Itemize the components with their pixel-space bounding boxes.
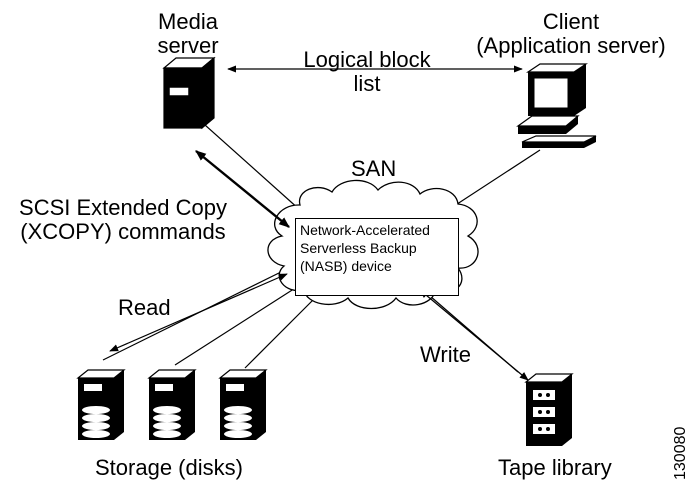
- client-label-line2: (Application server): [476, 33, 666, 58]
- read-label: Read: [118, 295, 171, 320]
- san-label: SAN: [351, 156, 397, 181]
- write-label: Write: [420, 342, 471, 367]
- storage-disk-3-icon: [218, 369, 268, 440]
- scsi-label-line2: (XCOPY) commands: [20, 219, 226, 244]
- xcopy-arrow: [195, 150, 290, 228]
- client-computer-icon: [516, 63, 597, 148]
- tape-library-icon: [524, 373, 574, 446]
- media-server-label-line2: server: [157, 33, 219, 58]
- nasb-line1: Network-Accelerated: [300, 222, 430, 238]
- logical-block-line1: Logical block: [303, 47, 431, 72]
- read-arrow: [109, 273, 288, 352]
- media-server-label: Media server: [148, 10, 228, 58]
- client-label: Client (Application server): [448, 10, 694, 58]
- client-label-line1: Client: [542, 9, 600, 34]
- storage-label: Storage (disks): [95, 455, 243, 480]
- logical-block-line2: list: [353, 71, 381, 96]
- figure-id-label: 130080: [672, 426, 689, 480]
- connector-client-san: [447, 149, 541, 211]
- tape-library-label: Tape library: [498, 455, 612, 480]
- media-server-label-line1: Media: [158, 9, 218, 34]
- connector-storage3-san: [244, 294, 319, 369]
- connector-storage2-san: [174, 284, 301, 366]
- nasb-line3: (NASB) device: [300, 258, 392, 274]
- storage-disk-2-icon: [147, 369, 197, 440]
- write-arrow: [419, 289, 529, 381]
- scsi-xcopy-label: SCSI Extended Copy (XCOPY) commands: [4, 196, 242, 244]
- storage-disk-1-icon: [76, 369, 126, 440]
- nasb-device-box: Network-Accelerated Serverless Backup (N…: [295, 218, 459, 296]
- scsi-label-line1: SCSI Extended Copy: [19, 195, 227, 220]
- nasb-line2: Serverless Backup: [300, 240, 417, 256]
- logical-block-list-label: Logical block list: [292, 48, 442, 96]
- media-server-icon: [162, 56, 216, 130]
